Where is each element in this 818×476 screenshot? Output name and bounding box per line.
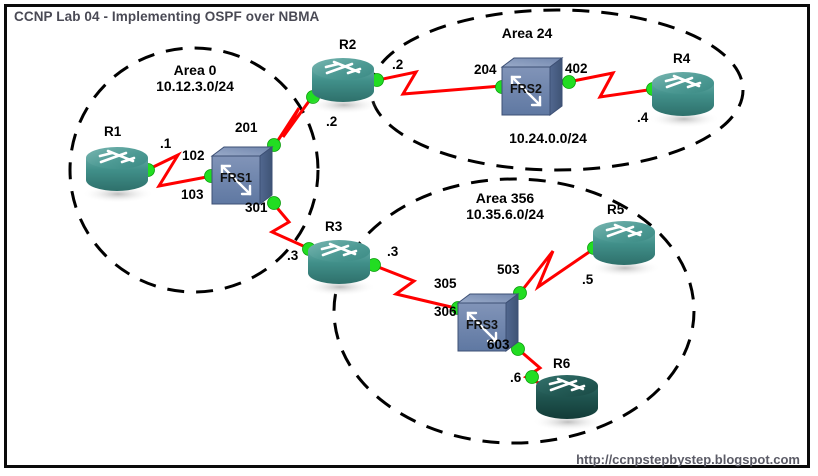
dlci-label-603: 603 xyxy=(487,337,510,352)
switch-frs2[interactable] xyxy=(500,57,564,116)
interface-label-r2-a24: .2 xyxy=(392,57,404,72)
switch-label-frs2: FRS2 xyxy=(510,82,542,96)
interface-label-r4-e0: .4 xyxy=(637,110,649,125)
dlci-label-102: 102 xyxy=(182,148,205,163)
dlci-label-204: 204 xyxy=(474,62,497,77)
area-24-subnet-label: 10.24.0.0/24 xyxy=(493,130,603,146)
area-356-label: Area 356 10.35.6.0/24 xyxy=(450,190,560,222)
interface-label-r3-a0: .3 xyxy=(287,248,299,263)
page-title: CCNP Lab 04 - Implementing OSPF over NBM… xyxy=(14,9,320,24)
link-r1-frs1 xyxy=(146,151,213,189)
router-r6[interactable] xyxy=(532,375,604,431)
area-356-name: Area 356 xyxy=(475,190,535,206)
interface-label-r5-e0: .5 xyxy=(582,272,594,287)
switch-frs1[interactable] xyxy=(210,146,274,205)
area-356-boundary xyxy=(332,177,696,445)
interface-label-r2-a0: .2 xyxy=(326,114,338,129)
link-r2-frs2 xyxy=(377,69,514,96)
router-r4[interactable] xyxy=(648,72,720,128)
endpoint-r6-e0 xyxy=(525,370,539,384)
serial-links xyxy=(146,69,656,391)
area-0-name: Area 0 xyxy=(173,62,217,78)
link-r3-frs3 xyxy=(372,263,469,313)
dlci-label-402: 402 xyxy=(565,61,588,76)
router-label-r4: R4 xyxy=(673,51,691,66)
router-r1[interactable] xyxy=(82,147,154,203)
link-frs1-frs1-r2 xyxy=(273,96,314,146)
dlci-label-103: 103 xyxy=(181,187,204,202)
switch-label-frs3: FRS3 xyxy=(466,318,498,332)
link-frs2-r4 xyxy=(567,70,656,99)
link-frs3-r5 xyxy=(518,246,596,294)
area-356-subnet: 10.35.6.0/24 xyxy=(466,206,544,223)
dlci-label-301: 301 xyxy=(245,200,268,215)
router-label-r1: R1 xyxy=(104,124,122,139)
footer-url[interactable]: http://ccnpstepbystep.blogspot.com xyxy=(576,452,800,467)
dlci-label-503: 503 xyxy=(497,262,520,277)
area-24-label: Area 24 xyxy=(477,25,577,41)
dlci-label-201: 201 xyxy=(235,120,258,135)
router-label-r6: R6 xyxy=(553,356,571,371)
endpoint-frs1-301 xyxy=(267,196,281,210)
router-label-r2: R2 xyxy=(339,37,357,52)
area-24-subnet: 10.24.0.0/24 xyxy=(509,130,587,146)
interface-label-r6-e0: .6 xyxy=(510,370,522,385)
area-0-label: Area 0 10.12.3.0/24 xyxy=(140,62,250,94)
link-endpoints xyxy=(141,73,660,384)
router-r2[interactable] xyxy=(308,58,380,114)
router-r3[interactable] xyxy=(304,240,376,296)
area-boundaries xyxy=(68,8,745,445)
router-r5[interactable] xyxy=(589,221,661,277)
link-frs1-r3 xyxy=(268,202,311,251)
interface-label-r3-a356: .3 xyxy=(387,244,399,259)
area-0-subnet: 10.12.3.0/24 xyxy=(156,78,234,95)
router-label-r3: R3 xyxy=(325,219,343,234)
endpoint-frs2-402 xyxy=(562,75,576,89)
router-label-r5: R5 xyxy=(607,202,625,217)
dlci-label-306: 306 xyxy=(434,304,457,319)
switch-label-frs1: FRS1 xyxy=(220,171,252,185)
switch-frs3[interactable] xyxy=(456,293,520,352)
interface-label-r1-e0: .1 xyxy=(160,136,172,151)
area-0-boundary xyxy=(68,46,320,294)
area-24-name: Area 24 xyxy=(501,25,553,41)
area-24-boundary xyxy=(369,8,745,172)
dlci-label-305: 305 xyxy=(434,276,457,291)
